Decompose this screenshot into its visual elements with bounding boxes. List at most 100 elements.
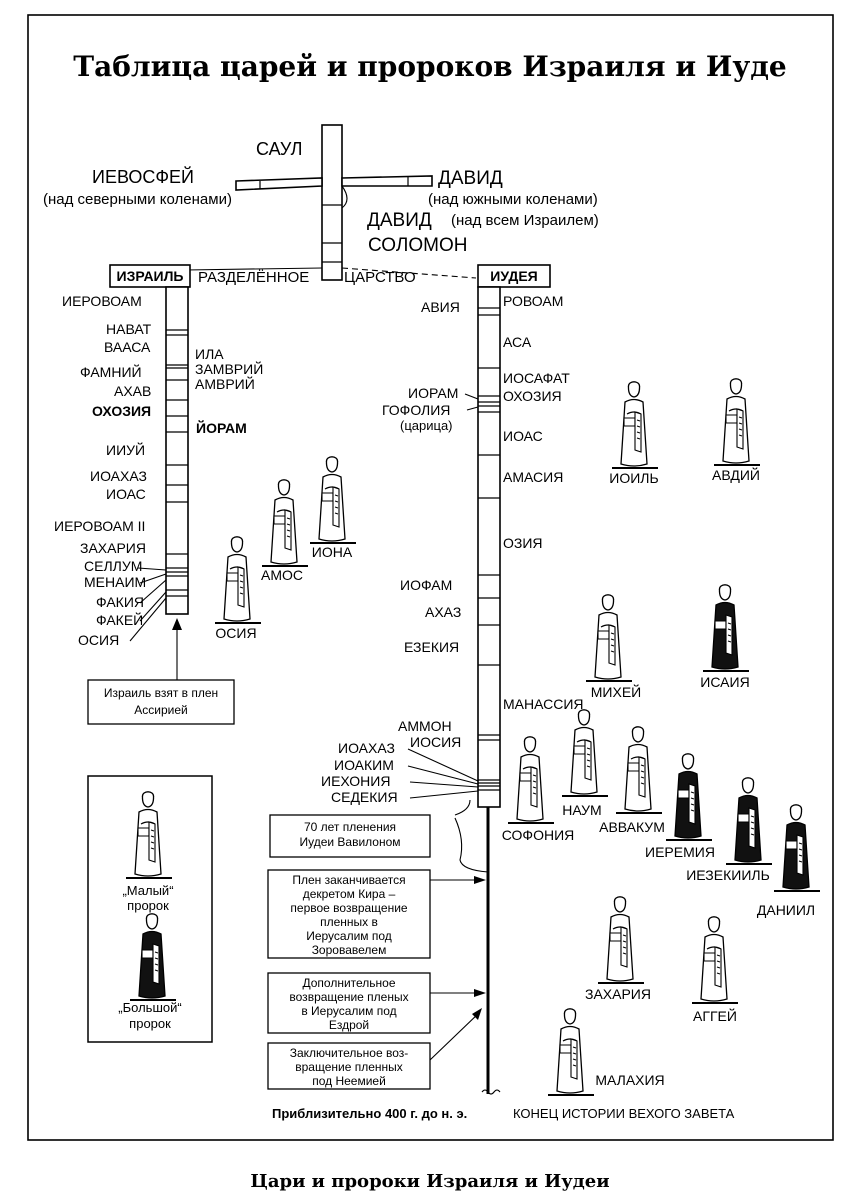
- israel-king-right: ИЛА: [195, 346, 224, 362]
- israel-king: ИЕРОВОАМ: [62, 293, 142, 309]
- israel-column: [165, 286, 189, 615]
- ishbosheth-note: (над северными коленами): [43, 191, 232, 208]
- david-all-note: (над всем Израилем): [451, 212, 599, 229]
- judah-king-left: АММОН: [398, 718, 452, 734]
- divided-kingdom-lines: [185, 267, 477, 279]
- prophet-figure: [585, 593, 633, 682]
- legend-minor-word: пророк: [127, 898, 169, 913]
- note-cyrus-arrow-head: [474, 876, 486, 884]
- david-south-note: (над южными коленами): [428, 191, 598, 208]
- note-cyrus-line: декретом Кира –: [303, 887, 396, 901]
- israel-king-right: АМВРИЙ: [195, 375, 255, 392]
- note-nehemiah-arrow-head: [472, 1008, 482, 1020]
- judah-king-left: ИОСИЯ: [410, 734, 461, 750]
- israel-king: ЗАХАРИЯ: [80, 540, 146, 556]
- judah-king: АМАСИЯ: [503, 469, 563, 485]
- note-cyrus: [267, 869, 431, 959]
- note-cyrus-line: Иерусалим под: [306, 929, 392, 943]
- prophet-figure: [561, 708, 609, 797]
- judah-king: ОЗИЯ: [503, 535, 543, 551]
- prophet-figure: [309, 455, 357, 544]
- prophet-figure: [713, 377, 761, 466]
- united-monarchy: [235, 124, 433, 281]
- prophet-figure: [615, 725, 663, 814]
- note-cyrus-line: Плен заканчивается: [292, 873, 405, 887]
- legend-minor-quoted: „Малый“: [122, 883, 173, 898]
- note-exile-line: 70 лет пленения: [304, 820, 396, 834]
- israel-king: ОСИЯ: [78, 632, 119, 648]
- judah-king-left: ИОАХАЗ: [338, 740, 395, 756]
- judah-king-left: АХАЗ: [425, 604, 461, 620]
- judah-king-left: ИОАКИМ: [334, 757, 394, 773]
- note-cyrus-line: первое возвращение: [290, 901, 408, 915]
- israel-king: ФАКИЯ: [96, 594, 144, 610]
- prophet-figure: [597, 895, 645, 984]
- note-cyrus-line: пленных в: [320, 915, 378, 929]
- footer-end: КОНЕЦ ИСТОРИИ ВЕХОГО ЗАВЕТА: [513, 1106, 735, 1121]
- israel-king: АХАВ: [114, 383, 151, 399]
- prophet-figure: [665, 752, 713, 841]
- divided-label-right: ЦАРСТВО: [344, 269, 416, 286]
- israel-label-box: [109, 264, 191, 288]
- israel-king-right: ЗАМВРИЙ: [195, 360, 263, 377]
- israel-king: ФАКЕЙ: [96, 611, 143, 628]
- judah-king-left: ГОФОЛИЯ: [382, 402, 450, 418]
- israel-leader-lines: [129, 567, 167, 642]
- judah-king-left: СЕДЕКИЯ: [331, 789, 398, 805]
- king-david-south: ДАВИД: [438, 168, 503, 189]
- prophet-figure: [725, 776, 773, 865]
- israel-king: НАВАТ: [106, 321, 152, 337]
- judah-leader-lines: [407, 393, 479, 799]
- prophet-name: АВВАКУМ: [599, 819, 665, 835]
- king-saul: САУЛ: [256, 139, 302, 159]
- prophet-figure: [691, 915, 739, 1004]
- prophet-name: АВДИЙ: [712, 466, 760, 483]
- judah-king-left: ЕЗЕКИЯ: [404, 639, 459, 655]
- note-nehemiah-line: под Неемией: [312, 1074, 386, 1088]
- note-exile-line: Иудеи Вавилоном: [299, 835, 400, 849]
- note-ezra-line: возвращение пленых: [289, 990, 408, 1004]
- prophet-name: ЗАХАРИЯ: [585, 986, 651, 1002]
- note-nehemiah-line: Заключительное воз-: [290, 1046, 408, 1060]
- judah-king-left: ИЕХОНИЯ: [321, 773, 390, 789]
- prophet-figure: [261, 478, 309, 567]
- judah-king: РОВОАМ: [503, 293, 563, 309]
- israel-captivity-note: [87, 679, 235, 725]
- israel-king: ВААСА: [104, 339, 151, 355]
- israel-king: ОХОЗИЯ: [92, 403, 151, 419]
- prophet-name: ИОНА: [312, 544, 353, 560]
- note-nehemiah-arrow: [429, 1011, 481, 1061]
- prophet-figure: [507, 735, 555, 824]
- captivity-arrow-head: [172, 618, 182, 630]
- legend-major-quoted: „Большой“: [118, 1000, 181, 1015]
- note-ezra: [267, 972, 431, 1034]
- prophet-name: ИСАИЯ: [700, 674, 749, 690]
- judah-king: ИОАС: [503, 428, 543, 444]
- chart-title: Таблица царей и пророков Израиля и Иуде: [73, 50, 786, 83]
- prophet-name: МАЛАХИЯ: [595, 1072, 664, 1088]
- israel-king-right: ЙОРАМ: [196, 419, 247, 436]
- prophet-figure: [547, 1007, 595, 1096]
- israel-king: МЕНАИМ: [84, 574, 146, 590]
- prophet-name: ИЕЗЕКИИЛЬ: [686, 867, 770, 883]
- note-cyrus-line: Зоровавелем: [312, 943, 387, 957]
- judah-label-box: [477, 264, 551, 288]
- israel-king: ИИУЙ: [106, 441, 145, 458]
- israel-king: ИОАХАЗ: [90, 468, 147, 484]
- king-solomon: СОЛОМОН: [368, 235, 467, 256]
- judah-king: МАНАССИЯ: [503, 696, 584, 712]
- judah-king-left: (царица): [400, 418, 453, 433]
- judah-king: АСА: [503, 334, 532, 350]
- judah-king: ИОСАФАТ: [503, 370, 570, 386]
- judah-king-left: ИОФАМ: [400, 577, 452, 593]
- prophet-name: АГГЕЙ: [693, 1007, 737, 1024]
- note-ezra-line: Дополнительное: [302, 976, 395, 990]
- prophet-name: МИХЕЙ: [591, 683, 641, 700]
- prophet-name: СОФОНИЯ: [502, 827, 575, 843]
- judah-column: [477, 286, 501, 808]
- prophet-figure: [773, 803, 821, 892]
- chart-frame: [27, 14, 834, 1141]
- note-ezra-arrow-head: [474, 989, 486, 997]
- legend-major-word: пророк: [129, 1016, 171, 1031]
